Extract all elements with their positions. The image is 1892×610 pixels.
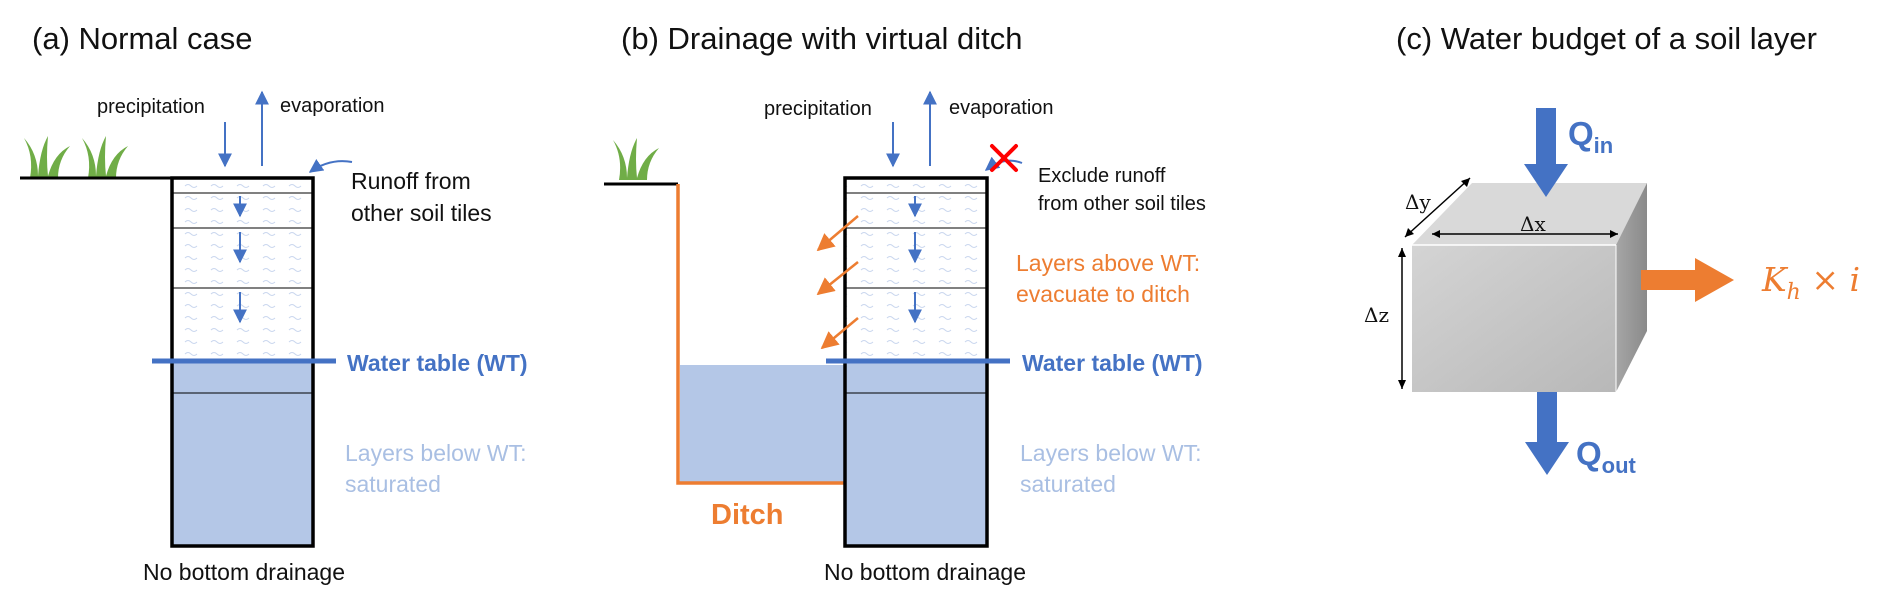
excluded-runoff-arrow bbox=[984, 156, 1023, 171]
ditch-label: Ditch bbox=[711, 499, 784, 531]
evaporation-label-a: evaporation bbox=[280, 95, 385, 117]
water-table-label-b: Water table (WT) bbox=[1022, 350, 1203, 376]
precipitation-label-b: precipitation bbox=[764, 98, 872, 120]
water-table-label-a: Water table (WT) bbox=[347, 350, 528, 376]
above-wt-label-line1: Layers above WT: bbox=[1016, 250, 1200, 276]
exclude-runoff-label-line2: from other soil tiles bbox=[1038, 193, 1206, 215]
ditch-water bbox=[680, 365, 844, 483]
below-wt-label-b-line1: Layers below WT: bbox=[1020, 440, 1202, 466]
q-in-arrow bbox=[1524, 108, 1568, 197]
q-out-label: Qout bbox=[1576, 435, 1637, 478]
dy-dimension-line bbox=[1404, 177, 1471, 238]
no-bottom-drainage-label-a: No bottom drainage bbox=[143, 559, 345, 585]
q-in-label: Qin bbox=[1568, 115, 1613, 158]
below-wt-label-a-line1: Layers below WT: bbox=[345, 440, 527, 466]
runoff-label-line1: Runoff from bbox=[351, 168, 471, 194]
drain-arrow bbox=[816, 215, 859, 252]
runoff-arrow bbox=[308, 159, 353, 173]
panel-b: (b) Drainage with virtual ditch bbox=[604, 21, 1206, 585]
below-wt-label-b-line2: saturated bbox=[1020, 471, 1116, 497]
below-wt-label-a-line2: saturated bbox=[345, 471, 441, 497]
q-out-arrow bbox=[1525, 392, 1569, 475]
grass-icon bbox=[24, 136, 128, 178]
precipitation-label-a: precipitation bbox=[97, 96, 205, 118]
soil-layer-cube bbox=[1412, 183, 1647, 392]
panel-b-title: (b) Drainage with virtual ditch bbox=[621, 21, 1022, 56]
kh-label: Kh × i bbox=[1761, 260, 1860, 305]
panel-c: (c) Water budget of a soil layer Δx Δy Δ… bbox=[1364, 21, 1860, 478]
grass-icon bbox=[613, 138, 659, 180]
drain-arrow bbox=[816, 261, 859, 296]
panel-a-title: (a) Normal case bbox=[32, 21, 253, 56]
lateral-flow-arrow bbox=[1641, 258, 1734, 302]
runoff-label-line2: other soil tiles bbox=[351, 200, 492, 226]
dy-label: Δy bbox=[1405, 190, 1431, 214]
above-wt-label-line2: evacuate to ditch bbox=[1016, 281, 1190, 307]
panel-a: (a) Normal case precipitation evaporatio bbox=[20, 21, 528, 585]
panel-c-title: (c) Water budget of a soil layer bbox=[1396, 21, 1817, 56]
drain-arrow bbox=[820, 317, 859, 350]
dx-label: Δx bbox=[1520, 212, 1546, 236]
cross-icon bbox=[990, 144, 1018, 172]
evaporation-label-b: evaporation bbox=[949, 97, 1054, 119]
no-bottom-drainage-label-b: No bottom drainage bbox=[824, 559, 1026, 585]
dz-label: Δz bbox=[1364, 303, 1389, 327]
exclude-runoff-label-line1: Exclude runoff bbox=[1038, 165, 1166, 187]
ditch-outline bbox=[676, 184, 845, 485]
